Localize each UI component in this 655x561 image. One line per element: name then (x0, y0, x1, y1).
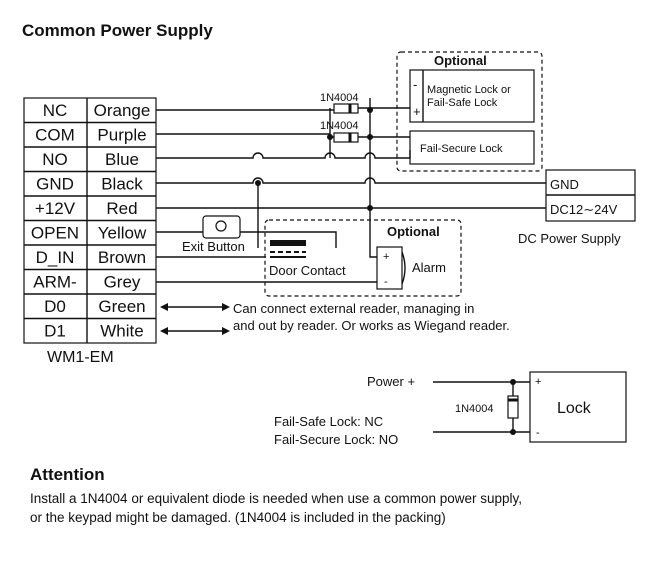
terminal-name: D0 (44, 297, 66, 316)
terminal-name: NC (43, 101, 68, 120)
terminal-name: NO (42, 150, 68, 169)
fail-secure-note: Fail-Secure Lock: NO (274, 432, 398, 447)
attention-line2: or the keypad might be damaged. (1N4004 … (30, 510, 446, 525)
reader-note-line2: and out by reader. Or works as Wiegand r… (233, 318, 510, 333)
terminal-wire-color: Black (101, 175, 143, 194)
optional-sensor-label: Optional (387, 224, 440, 239)
lock-plus: + (535, 376, 541, 388)
fail-safe-note: Fail-Safe Lock: NC (274, 414, 383, 429)
diagram-title: Common Power Supply (22, 21, 213, 40)
alarm-minus: - (384, 276, 388, 288)
magnetic-lock-minus: - (413, 77, 417, 92)
wire-no (156, 150, 411, 159)
wire-gnd (156, 177, 546, 184)
terminal-name: +12V (35, 199, 76, 218)
magnetic-lock-box (409, 69, 535, 123)
terminal-name: COM (35, 126, 75, 145)
lock-power-label: Power + (367, 374, 415, 389)
magnetic-lock-plus: + (413, 104, 421, 119)
attention-title: Attention (30, 465, 105, 484)
terminal-wire-color: Blue (105, 150, 139, 169)
arrow-d1-left-head (160, 327, 168, 335)
terminal-wire-color: Red (106, 199, 137, 218)
wire-com (156, 108, 331, 135)
diode-label-2: 1N4004 (320, 120, 359, 132)
power-supply-label: DC Power Supply (518, 231, 621, 246)
terminal-name: D_IN (36, 248, 75, 267)
terminal-name: OPEN (31, 224, 79, 243)
lock-label: Lock (557, 400, 592, 417)
lock-diode (507, 395, 519, 419)
lock-diode-label: 1N4004 (455, 403, 494, 415)
junction-nc (367, 107, 373, 113)
terminal-wire-color: Grey (104, 273, 141, 292)
optional-lock-group (396, 51, 543, 172)
junction-12v (367, 205, 373, 211)
reader-note-line1: Can connect external reader, managing in (233, 301, 474, 316)
exit-button-box (202, 215, 241, 239)
optional-sensor-group (264, 219, 462, 297)
arrow-d1-right-head (222, 327, 230, 335)
terminal-name: ARM- (33, 273, 76, 292)
attention-line1: Install a 1N4004 or equivalent diode is … (30, 491, 523, 506)
alarm-box (376, 246, 403, 290)
terminal-name: GND (36, 175, 74, 194)
fail-secure-lock-box (409, 130, 535, 165)
junction-diode2 (367, 134, 373, 140)
junction-com (327, 134, 333, 140)
junction-gnd (255, 180, 261, 186)
wire-nc (156, 107, 410, 111)
wires (156, 98, 546, 283)
terminal-wire-color: Green (98, 297, 145, 316)
lock-minus: - (536, 427, 540, 439)
arrow-d0-right-head (222, 303, 230, 311)
door-contact-magnet (270, 240, 306, 246)
magnetic-lock-label-1: Magnetic Lock or (427, 84, 511, 96)
terminal-wire-color: Orange (94, 101, 151, 120)
terminal-wire-color: Purple (97, 126, 146, 145)
alarm-plus: + (383, 251, 389, 263)
lock-junction-top (510, 379, 516, 385)
lock-box (529, 371, 627, 443)
power-supply-gnd: GND (550, 177, 579, 192)
diode-2 (333, 132, 359, 143)
alarm-icon (401, 251, 406, 285)
lock-junction-bottom (510, 429, 516, 435)
terminal-name: D1 (44, 322, 66, 341)
terminal-wire-color: Brown (98, 248, 146, 267)
exit-button-icon (215, 220, 227, 232)
diode-1 (333, 103, 359, 114)
fail-secure-lock-label: Fail-Secure Lock (420, 143, 503, 155)
arrow-d0-left-head (160, 303, 168, 311)
door-contact-label: Door Contact (269, 263, 346, 278)
exit-button-label: Exit Button (182, 239, 245, 254)
device-label: WM1-EM (47, 349, 114, 366)
wire-exit-button-out (240, 231, 337, 248)
optional-lock-label: Optional (434, 53, 487, 68)
attention-body: Install a 1N4004 or equivalent diode is … (30, 489, 640, 527)
power-supply-voltage: DC12∼24V (550, 202, 618, 217)
diode-label-1: 1N4004 (320, 92, 359, 104)
magnetic-lock-label-2: Fail-Safe Lock (427, 97, 498, 109)
terminal-wire-color: Yellow (98, 224, 147, 243)
alarm-label: Alarm (412, 260, 446, 275)
terminal-wire-color: White (100, 322, 143, 341)
